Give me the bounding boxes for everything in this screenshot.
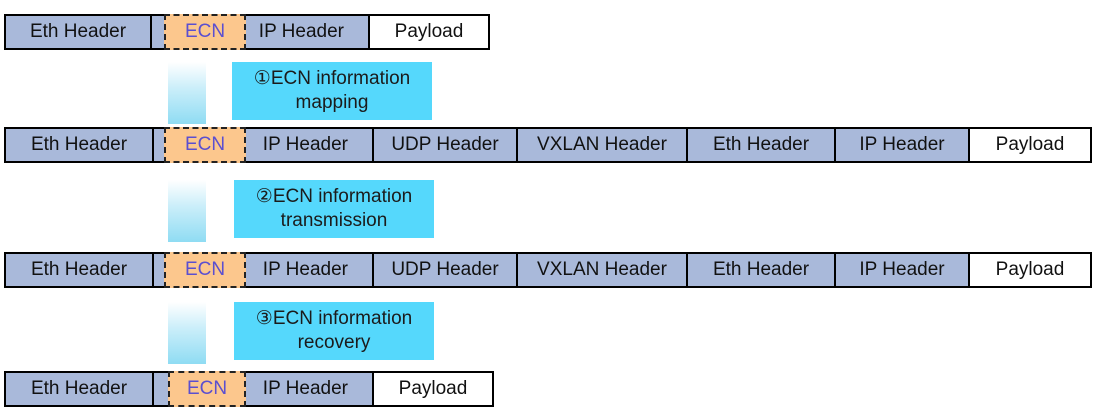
packet-row-original: Eth Header IP Header ECN Payload [0, 14, 1096, 54]
payload-field: Payload [368, 14, 490, 50]
step-label-mapping: ①ECN information mapping [232, 62, 432, 120]
packet-row-transmitted: Eth Header IP Header ECN UDP Header VXLA… [0, 252, 1096, 292]
packet-row-encapsulated: Eth Header IP Header ECN UDP Header VXLA… [0, 127, 1096, 167]
payload-field: Payload [968, 127, 1092, 163]
eth-header-field: Eth Header [4, 14, 152, 50]
step-arrow-2 [168, 180, 206, 242]
step-1-line-1: ①ECN information [253, 68, 411, 89]
vxlan-header-field: VXLAN Header [516, 252, 688, 288]
inner-ip-header-field: IP Header [834, 252, 970, 288]
step-2-line-1: ②ECN information [255, 186, 413, 207]
payload-field: Payload [372, 371, 494, 407]
step-2-line-2: transmission [280, 210, 388, 231]
step-3-line-2: recovery [297, 332, 371, 353]
step-3-line-1: ③ECN information [255, 308, 413, 329]
ecn-field: ECN [168, 371, 246, 407]
ecn-field: ECN [164, 14, 246, 50]
ecn-field: ECN [164, 127, 246, 163]
packet-row-recovered: Eth Header IP Header ECN Payload [0, 371, 1096, 411]
payload-field: Payload [968, 252, 1092, 288]
inner-eth-header-field: Eth Header [686, 252, 836, 288]
ecn-field: ECN [164, 252, 246, 288]
eth-header-field: Eth Header [4, 252, 154, 288]
udp-header-field: UDP Header [372, 127, 518, 163]
step-arrow-1 [168, 62, 206, 124]
step-label-transmission: ②ECN information transmission [234, 180, 434, 238]
eth-header-field: Eth Header [4, 127, 154, 163]
vxlan-header-field: VXLAN Header [516, 127, 688, 163]
udp-header-field: UDP Header [372, 252, 518, 288]
inner-eth-header-field: Eth Header [686, 127, 836, 163]
inner-ip-header-field: IP Header [834, 127, 970, 163]
step-1-line-2: mapping [295, 92, 369, 113]
step-arrow-3 [168, 302, 206, 364]
eth-header-field: Eth Header [4, 371, 154, 407]
step-label-recovery: ③ECN information recovery [234, 302, 434, 360]
